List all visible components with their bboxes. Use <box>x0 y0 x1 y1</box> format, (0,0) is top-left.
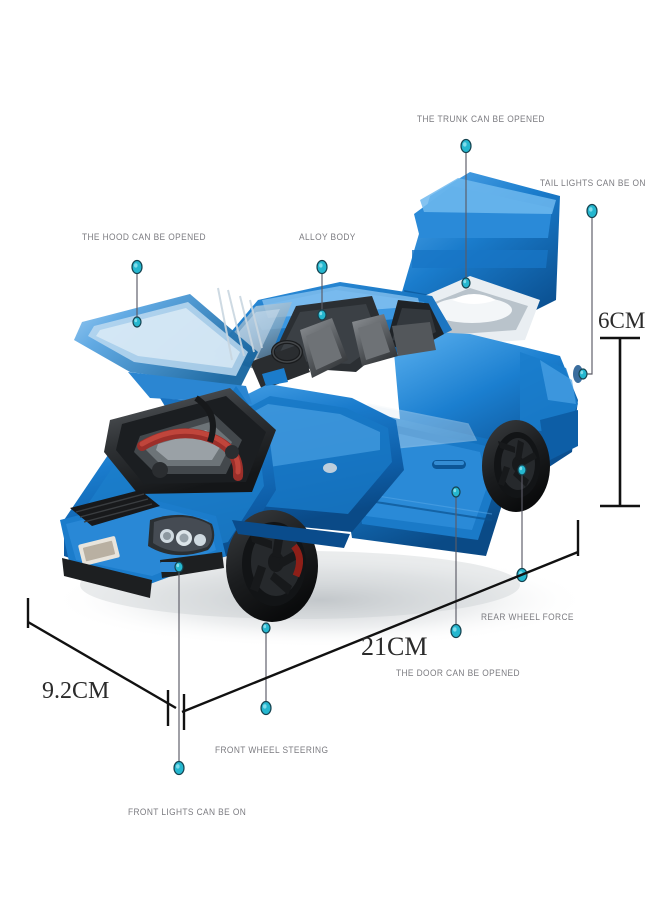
car-interior <box>250 314 436 390</box>
dimension-6cm-line <box>600 336 640 508</box>
callout-dot-label-trunk[interactable] <box>460 138 472 154</box>
dimension-21cm-line <box>181 520 580 730</box>
callout-label-rear-wheel-force: REAR WHEEL FORCE <box>481 612 574 623</box>
dimension-label-length: 21CM <box>361 632 428 661</box>
car-door-open <box>338 403 506 556</box>
callout-label-tail-lights: TAIL LIGHTS CAN BE ON <box>540 178 646 189</box>
callout-label-hood: THE HOOD CAN BE OPENED <box>82 232 206 243</box>
callout-label-front-wheel-steering: FRONT WHEEL STEERING <box>215 745 329 756</box>
dimension-9-2cm-line <box>26 598 177 726</box>
car-front-end <box>60 490 226 598</box>
car-struts <box>217 287 263 361</box>
callout-dot-target-alloy-body[interactable] <box>317 309 327 321</box>
callout-dot-label-door[interactable] <box>450 623 462 639</box>
car-trunk-open <box>402 172 560 346</box>
dimension-label-width: 9.2CM <box>42 678 110 704</box>
dimension-label-height: 6CM <box>598 308 646 333</box>
callout-label-trunk: THE TRUNK CAN BE OPENED <box>417 114 545 125</box>
callout-dot-target-trunk[interactable] <box>461 277 471 289</box>
car-engine-bay <box>104 388 276 494</box>
callout-dot-target-front-wheel-steering[interactable] <box>261 622 271 634</box>
callout-dot-label-alloy-body[interactable] <box>316 259 328 275</box>
callout-dot-target-rear-wheel-force[interactable] <box>517 464 527 476</box>
callout-dot-label-front-lights[interactable] <box>173 760 185 776</box>
callout-dot-target-tail-lights[interactable] <box>578 368 588 380</box>
car-rear-wheel <box>482 420 550 512</box>
callout-label-door: THE DOOR CAN BE OPENED <box>396 668 520 679</box>
callout-dot-label-tail-lights[interactable] <box>586 203 598 219</box>
callout-dot-target-hood[interactable] <box>132 316 142 328</box>
callout-dot-target-front-lights[interactable] <box>174 561 184 573</box>
callout-label-alloy-body: ALLOY BODY <box>299 232 356 243</box>
callout-dot-label-hood[interactable] <box>131 259 143 275</box>
callout-dot-label-front-wheel-steering[interactable] <box>260 700 272 716</box>
callout-label-front-lights: FRONT LIGHTS CAN BE ON <box>128 807 247 818</box>
callout-dot-target-door[interactable] <box>451 486 461 498</box>
